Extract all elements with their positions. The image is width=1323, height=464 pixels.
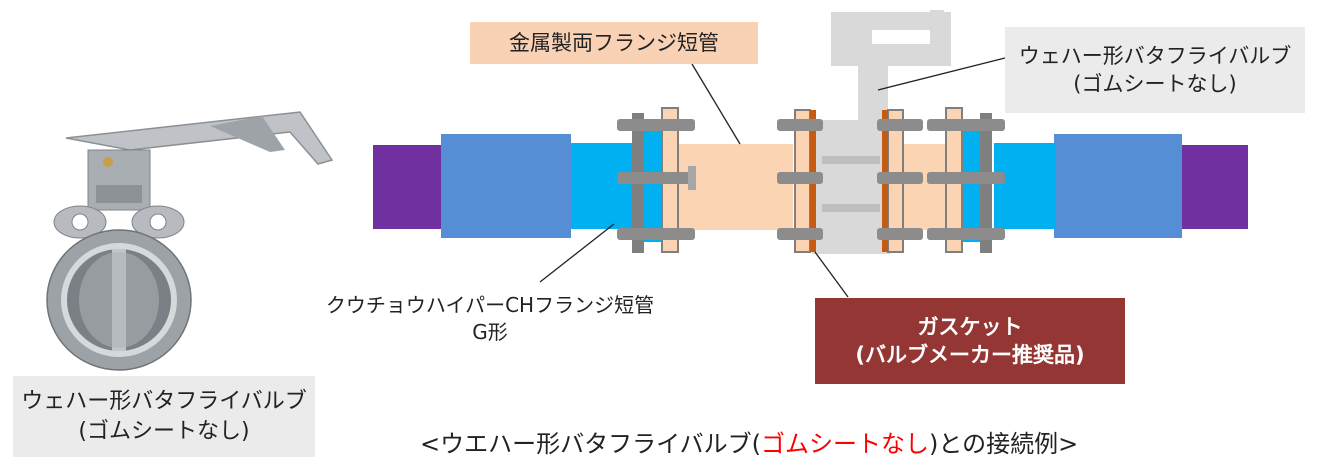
kuchou-flange-label: クウチョウハイパーCHフランジ短管 G形: [300, 286, 680, 352]
pipe-purple-right: [1178, 145, 1248, 229]
flange-pipe-label: 金属製両フランジ短管: [470, 22, 758, 64]
photo-caption: ウェハー形バタフライバルブ (ゴムシートなし): [13, 376, 315, 457]
bolts: [617, 119, 1005, 240]
pipe-cyan-right: [994, 143, 1056, 229]
gasket-label-line1: ガスケット: [917, 314, 1023, 339]
kuchou-label-line2: G形: [472, 320, 508, 344]
valve-label: ウェハー形バタフライバルブ (ゴムシートなし): [1005, 27, 1305, 113]
pipe-cyan-left: [571, 143, 635, 229]
caption-suffix: )との接続例>: [929, 430, 1079, 458]
leader-line-flange-pipe: [691, 63, 741, 145]
caption-highlight: ゴムシートなし: [761, 430, 929, 458]
kuchou-label-line1: クウチョウハイパーCHフランジ短管: [325, 293, 655, 317]
photo-caption-line1: ウェハー形バタフライバルブ: [21, 388, 307, 414]
pipe-blue-left: [441, 134, 571, 238]
photo-caption-line2: (ゴムシートなし): [78, 418, 250, 444]
leader-line-valve: [877, 57, 1006, 91]
flange-pipe-label-text: 金属製両フランジ短管: [509, 30, 719, 55]
caption-prefix: <ウエハー形バタフライバルブ(: [420, 430, 761, 458]
pipe-purple-left: [373, 145, 445, 229]
valve-label-line2: (ゴムシートなし): [1073, 72, 1237, 96]
leader-line-kuchou: [539, 223, 615, 283]
valve-photo: [46, 111, 334, 371]
valve-label-line1: ウェハー形バタフライバルブ: [1018, 43, 1292, 68]
gasket-label-line2: (バルブメーカー推奨品): [855, 343, 1085, 367]
connection-example-caption: <ウエハー形バタフライバルブ(ゴムシートなし)との接続例>: [420, 424, 1240, 464]
gasket-label: ガスケット (バルブメーカー推奨品): [815, 298, 1125, 384]
valve-stem: [831, 10, 951, 140]
leader-line-gasket: [814, 251, 849, 298]
pipe-blue-right: [1054, 134, 1182, 238]
